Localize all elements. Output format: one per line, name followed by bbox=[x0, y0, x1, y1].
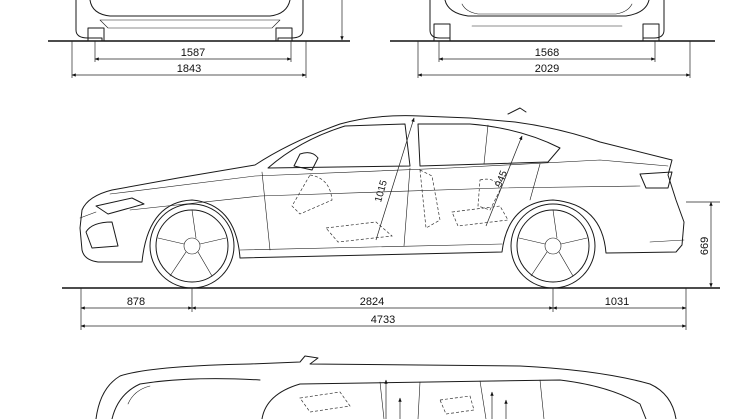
front-wheel bbox=[149, 203, 235, 289]
height-label: 669 bbox=[699, 237, 711, 255]
rear-wheel bbox=[510, 203, 596, 289]
side-view: 1015 945 669 878 2824 1031 4733 bbox=[62, 107, 720, 330]
overall-length-label: 4733 bbox=[371, 314, 395, 326]
rear-width-label: 2029 bbox=[535, 63, 559, 75]
top-view bbox=[95, 355, 677, 419]
front-overhang-label: 878 bbox=[127, 296, 145, 308]
rear-view: 1568 2029 bbox=[390, 0, 715, 78]
rear-overhang-label: 1031 bbox=[605, 296, 629, 308]
wheelbase-label: 2824 bbox=[360, 296, 384, 308]
front-view: 1587 1843 bbox=[48, 0, 350, 78]
rear-track-label: 1568 bbox=[535, 47, 559, 59]
front-track-label: 1587 bbox=[181, 47, 205, 59]
front-width-label: 1843 bbox=[177, 63, 201, 75]
front-headroom-label: 1015 bbox=[373, 179, 390, 204]
car-body-outline bbox=[79, 115, 685, 263]
